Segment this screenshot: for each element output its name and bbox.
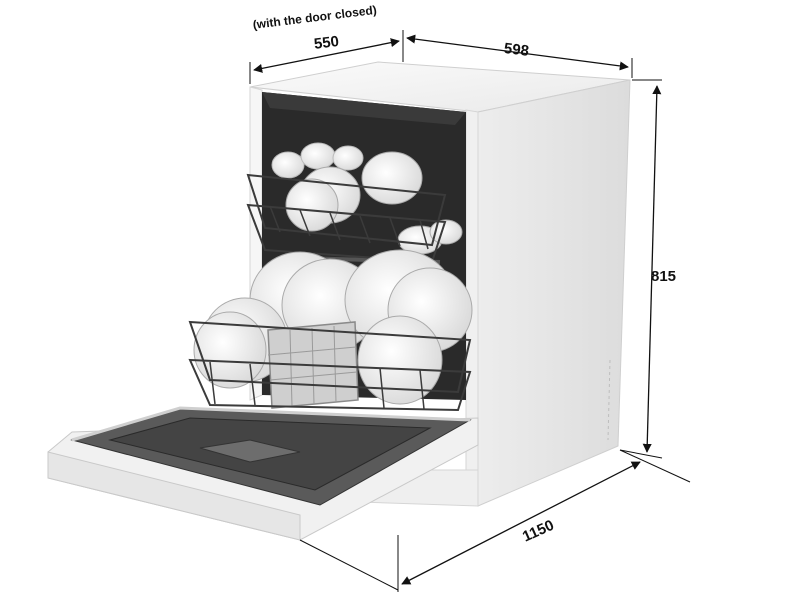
dimension-lines: [249, 30, 691, 592]
open-door: [47, 406, 479, 541]
lower-rack: [188, 249, 473, 412]
width-label: 598: [502, 40, 530, 60]
height-label: 815: [651, 268, 677, 285]
upper-rack: [246, 142, 463, 264]
depth-closed-label: 550: [313, 32, 340, 53]
